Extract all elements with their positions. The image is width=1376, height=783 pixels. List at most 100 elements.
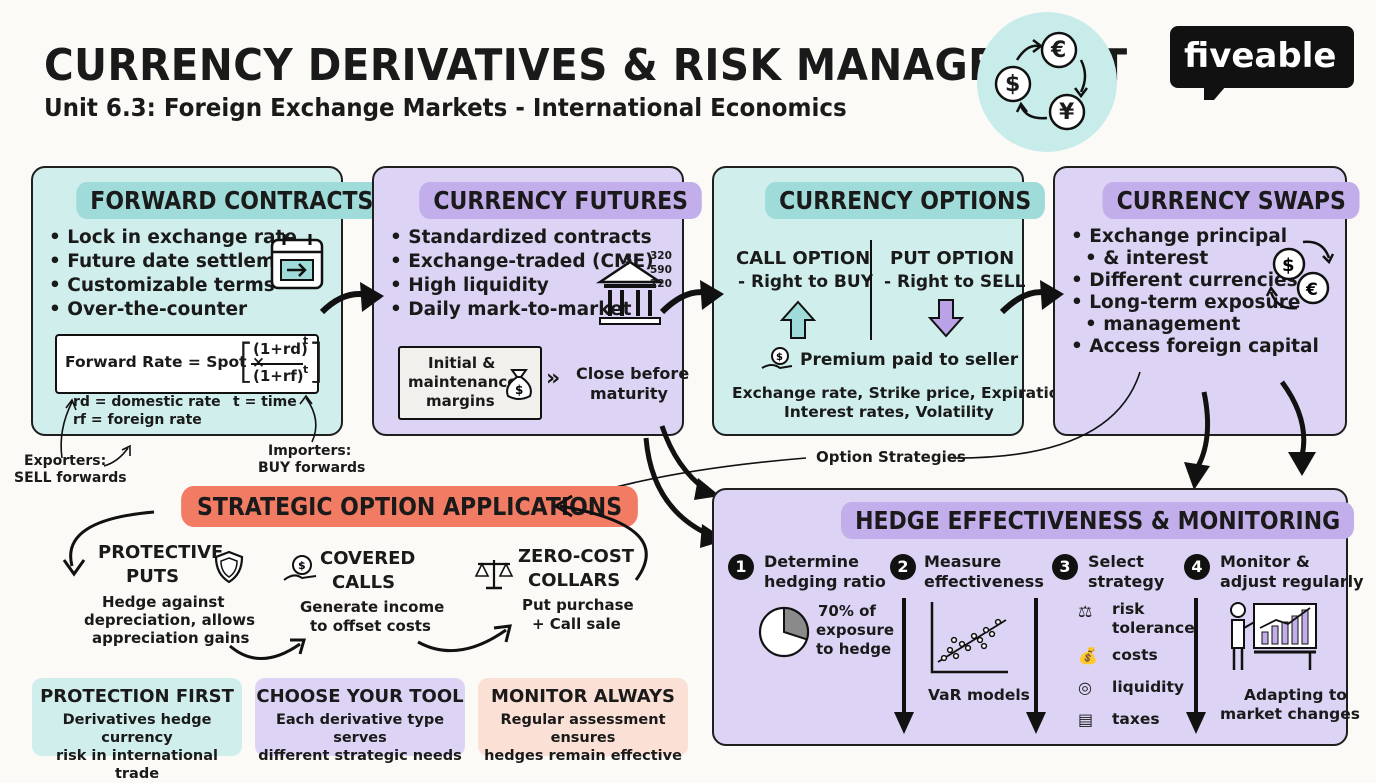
protection-first-card: PROTECTION FIRST Derivatives hedge curre… bbox=[32, 678, 242, 782]
close-maturity: maturity bbox=[590, 384, 668, 403]
covered-calls-desc: Generate income bbox=[300, 598, 445, 616]
rf-definition: rf = foreign rate bbox=[73, 412, 202, 428]
covered-calls-desc: to offset costs bbox=[310, 617, 431, 635]
brand-name: fiveable bbox=[1184, 36, 1337, 76]
ticker-value: 220 bbox=[650, 278, 672, 290]
fraction-bar bbox=[251, 363, 303, 365]
exchange-building-icon bbox=[595, 260, 665, 325]
yen-symbol: ¥ bbox=[1059, 100, 1075, 125]
list-item: Exchange principal bbox=[1071, 226, 1319, 248]
risk-icon: ⚖ bbox=[1078, 602, 1093, 621]
margin-line: margins bbox=[426, 392, 495, 410]
euro-symbol: € bbox=[1051, 38, 1067, 63]
forward-bullets: Lock in exchange rate Future date settle… bbox=[49, 226, 310, 322]
formula-left: Forward Rate = Spot × bbox=[65, 353, 265, 371]
down-arrow-icon bbox=[927, 299, 965, 338]
choose-your-tool-card: CHOOSE YOUR TOOL Each derivative type se… bbox=[255, 678, 465, 764]
factor-label: risk bbox=[1112, 600, 1145, 618]
protective-puts-desc: Hedge against bbox=[102, 593, 225, 611]
step-title: Monitor & bbox=[1220, 552, 1310, 571]
double-chevron-icon: » bbox=[546, 366, 561, 391]
list-item: Future date settlement bbox=[49, 250, 310, 274]
factor-label: costs bbox=[1112, 646, 1158, 664]
hedge-ratio-text: 70% of bbox=[818, 602, 876, 620]
protective-puts-desc: depreciation, allows bbox=[84, 611, 256, 629]
currency-swaps-panel: CURRENCY SWAPS Exchange principal & inte… bbox=[1053, 166, 1360, 436]
money-bag-icon: $ bbox=[506, 369, 532, 400]
adapt-text: Adapting to bbox=[1244, 686, 1347, 704]
formula-bracket-left: [ bbox=[237, 334, 255, 388]
currency-options-panel: CURRENCY OPTIONS CALL OPTION - Right to … bbox=[712, 166, 1076, 436]
card-desc: different strategic needs bbox=[258, 748, 462, 764]
zero-cost-collars-title: ZERO-COST bbox=[518, 546, 635, 567]
adapt-text: market changes bbox=[1220, 705, 1361, 723]
step-number: 4 bbox=[1184, 554, 1210, 580]
svg-text:$: $ bbox=[776, 352, 783, 363]
svg-text:$: $ bbox=[298, 559, 306, 572]
importers-action: BUY forwards bbox=[258, 460, 366, 476]
presenter-chart-icon bbox=[1230, 602, 1317, 670]
formula-exponent-bottom: t bbox=[303, 363, 309, 376]
hedge-effectiveness-title: HEDGE EFFECTIVENESS & MONITORING bbox=[840, 502, 1355, 539]
formula-bracket-right: ] bbox=[307, 334, 325, 388]
t-definition: t = time bbox=[233, 394, 297, 410]
step-number: 3 bbox=[1052, 554, 1078, 580]
formula-box: Forward Rate = Spot × [ (1+rd) t (1+rf) … bbox=[55, 334, 325, 394]
list-item: Different currencies bbox=[1071, 270, 1319, 292]
hedge-ratio-text: to hedge bbox=[816, 640, 892, 658]
formula-numerator: (1+rd) bbox=[253, 340, 308, 358]
step-number: 2 bbox=[890, 554, 916, 580]
step-title: hedging ratio bbox=[764, 572, 886, 591]
futures-bullets: Standardized contracts Exchange-traded (… bbox=[390, 226, 654, 322]
margins-card: Initial & maintenance margins $ bbox=[398, 346, 542, 420]
put-option-label: PUT OPTION bbox=[890, 248, 1015, 269]
currency-futures-panel: CURRENCY FUTURES Standardized contracts … bbox=[372, 166, 703, 436]
list-item: Daily mark-to-market bbox=[390, 298, 654, 322]
dollar-symbol: $ bbox=[1005, 72, 1021, 97]
up-arrow-icon bbox=[779, 300, 817, 339]
ticker-value: 590 bbox=[650, 264, 672, 276]
close-before: Close before bbox=[576, 364, 690, 383]
coins-icon: ◎ bbox=[1078, 678, 1092, 697]
list-item: Lock in exchange rate bbox=[49, 226, 310, 250]
formula-exponent-top: t bbox=[303, 334, 309, 347]
protective-puts-title: PROTECTIVE bbox=[98, 542, 224, 563]
list-item-continued: management bbox=[1071, 314, 1319, 336]
money-bag-icon: 💰 bbox=[1078, 646, 1098, 665]
card-desc: Regular assessment ensures bbox=[500, 712, 666, 746]
forward-contracts-title: FORWARD CONTRACTS bbox=[76, 182, 388, 219]
strategic-applications-title: STRATEGIC OPTION APPLICATIONS bbox=[181, 486, 638, 527]
page-title: CURRENCY DERIVATIVES & RISK MANAGEMENT bbox=[44, 40, 1128, 91]
factor-label: liquidity bbox=[1112, 678, 1184, 696]
currency-swaps-title: CURRENCY SWAPS bbox=[1102, 182, 1360, 219]
income-hand-icon: $ bbox=[283, 555, 317, 581]
ticker-dollar: $ bbox=[624, 252, 633, 266]
list-item: Access foreign capital bbox=[1071, 336, 1319, 358]
margin-line: maintenance bbox=[408, 373, 518, 391]
ticker-value: 320 bbox=[650, 250, 672, 262]
svg-text:$: $ bbox=[515, 383, 523, 397]
card-desc: hedges remain effective bbox=[484, 748, 682, 764]
svg-text:$: $ bbox=[1282, 255, 1295, 276]
shield-icon bbox=[214, 550, 244, 584]
card-desc: Derivatives hedge currency bbox=[62, 712, 212, 746]
tax-document-icon: ▤ bbox=[1078, 710, 1094, 729]
option-strategies-label: Option Strategies bbox=[816, 448, 966, 466]
hedge-ratio-text: exposure bbox=[816, 621, 895, 639]
formula-denominator: (1+rf) bbox=[253, 367, 304, 385]
protective-puts-desc: appreciation gains bbox=[92, 629, 250, 647]
list-item: Long-term exposure bbox=[1071, 292, 1319, 314]
factor-label: taxes bbox=[1112, 710, 1160, 728]
exporters-action: SELL forwards bbox=[14, 470, 127, 486]
option-factors-2: Interest rates, Volatility bbox=[784, 403, 994, 421]
forward-contracts-panel: FORWARD CONTRACTS Lock in exchange rate … bbox=[31, 166, 388, 436]
fiveable-logo: fiveable bbox=[1170, 26, 1354, 100]
list-item: Exchange-traded (CME) bbox=[390, 250, 653, 274]
card-title: PROTECTION FIRST bbox=[40, 686, 234, 707]
currency-swap-icon: $ € bbox=[1265, 240, 1335, 310]
option-factors-1: Exchange rate, Strike price, Expiration, bbox=[732, 384, 1077, 402]
var-models-label: VaR models bbox=[928, 686, 1030, 704]
calendar-icon bbox=[270, 234, 324, 290]
step-title: effectiveness bbox=[924, 572, 1044, 591]
card-desc: risk in international trade bbox=[55, 748, 219, 782]
